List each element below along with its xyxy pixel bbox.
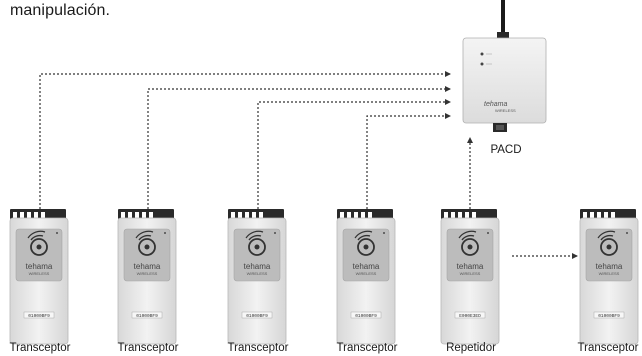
device-brand: tehama xyxy=(353,262,380,271)
pacd-device: tehama WIRELESS xyxy=(462,37,547,132)
pacd-label: PACD xyxy=(490,144,521,156)
link-transceptor-3 xyxy=(257,99,451,213)
link-transceptor-4 xyxy=(366,113,451,213)
device-serial: 01000BF9 xyxy=(28,313,50,319)
device-transceptor-4: tehama WIRELESS 01000BF9 xyxy=(336,208,396,345)
device-label-repetidor: Repetidor xyxy=(446,342,496,354)
pacd-brand: tehama xyxy=(484,101,507,108)
device-brand: tehama xyxy=(596,262,623,271)
device-label-transceptor-3: Transceptor xyxy=(228,342,289,354)
link-transceptor-1 xyxy=(39,71,451,213)
device-brand: tehama xyxy=(134,262,161,271)
device-brand-sub: WIRELESS xyxy=(29,271,50,276)
device-label-transceptor-1: Transceptor xyxy=(10,342,71,354)
intro-text: manipulación. xyxy=(10,2,111,19)
device-brand-sub: WIRELESS xyxy=(247,271,268,276)
device-label-transceptor-4: Transceptor xyxy=(337,342,398,354)
device-transceptor-1: tehama WIRELESS 01000BF9 xyxy=(9,208,69,345)
device-label-transceptor-5: Transceptor xyxy=(578,342,639,354)
pacd-brand-sub: WIRELESS xyxy=(495,108,516,113)
device-transceptor-3: tehama WIRELESS 01000BF9 xyxy=(227,208,287,345)
device-brand-sub: WIRELESS xyxy=(599,271,620,276)
device-brand-sub: WIRELESS xyxy=(137,271,158,276)
device-transceptor-2: tehama WIRELESS 01000BF9 xyxy=(117,208,177,345)
device-repetidor: tehama WIRELESS E000E3ED xyxy=(440,208,500,345)
device-serial: 01000BF9 xyxy=(136,313,158,319)
device-serial: E000E3ED xyxy=(459,313,481,319)
device-brand: tehama xyxy=(457,262,484,271)
device-label-transceptor-2: Transceptor xyxy=(118,342,179,354)
device-brand-sub: WIRELESS xyxy=(356,271,377,276)
device-serial: 01000BF9 xyxy=(246,313,268,319)
pacd-cable-plug xyxy=(497,32,509,40)
device-brand-sub: WIRELESS xyxy=(460,271,481,276)
device-brand: tehama xyxy=(26,262,53,271)
device-transceptor-5: tehama WIRELESS 01000BF9 xyxy=(579,208,639,345)
link-transceptor-2 xyxy=(147,86,451,213)
device-serial: 01000BF9 xyxy=(598,313,620,319)
device-serial: 01000BF9 xyxy=(355,313,377,319)
device-brand: tehama xyxy=(244,262,271,271)
